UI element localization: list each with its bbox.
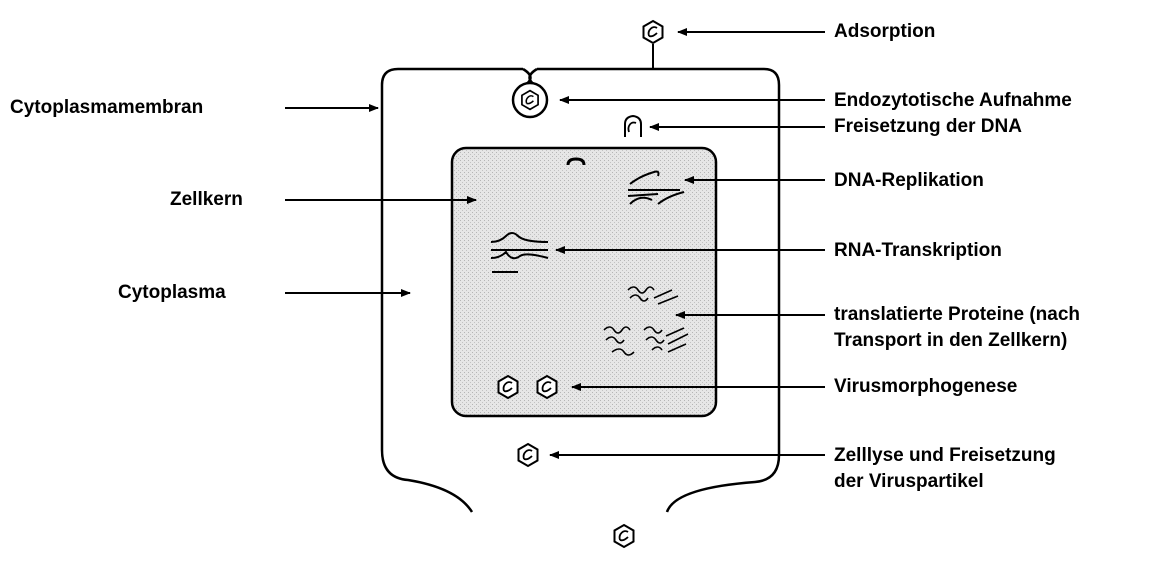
label-dna-replication: DNA-Replikation [834, 169, 984, 193]
virion-icon-lysis [519, 444, 538, 466]
label-lysis-line2: der Viruspartikel [834, 470, 984, 494]
endocytic-vesicle [513, 69, 547, 117]
label-adsorption: Adsorption [834, 20, 935, 44]
label-dna-release: Freisetzung der DNA [834, 115, 1022, 139]
label-translated-proteins-line2: Transport in den Zellkern) [834, 329, 1067, 353]
label-translated-proteins-line1: translatierte Proteine (nach [834, 303, 1080, 327]
virion-icon-morphogenesis-2 [538, 376, 557, 398]
label-morphogenesis: Virusmorphogenese [834, 375, 1017, 399]
label-rna-transcription: RNA-Transkription [834, 239, 1002, 263]
virion-icon-morphogenesis-1 [499, 376, 518, 398]
virion-icon-released [615, 525, 634, 547]
label-cytoplasm: Cytoplasma [118, 281, 226, 305]
label-cytoplasm-membrane: Cytoplasmamembran [10, 96, 203, 120]
label-endocytosis: Endozytotische Aufnahme [834, 89, 1072, 113]
nucleus [452, 148, 716, 416]
label-lysis-line1: Zelllyse und Freisetzung [834, 444, 1056, 468]
label-nucleus: Zellkern [170, 188, 243, 212]
virion-icon-dna-release [625, 116, 641, 137]
virion-icon-adsorption [644, 21, 663, 69]
